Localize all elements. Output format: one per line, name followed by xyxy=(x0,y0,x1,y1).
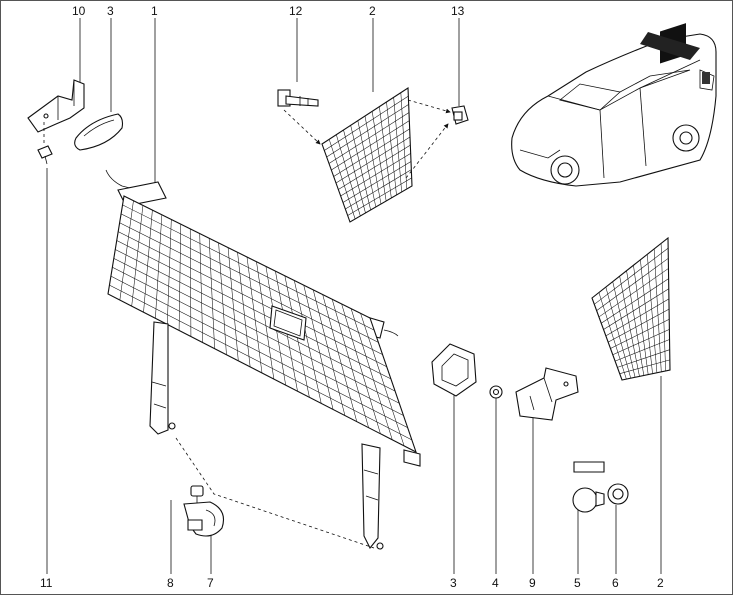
attachment-path xyxy=(175,437,375,549)
part-4-nut xyxy=(489,385,503,399)
callout-2-top: 2 xyxy=(369,4,376,18)
callout-10: 10 xyxy=(72,4,86,18)
callout-9: 9 xyxy=(529,576,536,590)
callout-4: 4 xyxy=(492,576,499,590)
part-3-housing xyxy=(431,343,477,397)
part-2-net-right xyxy=(591,236,671,381)
part-9-bracket xyxy=(515,367,579,421)
callout-labels: 10 3 1 12 2 13 11 8 7 3 4 9 5 6 2 xyxy=(40,4,664,590)
part-12-clip xyxy=(277,89,321,145)
part-2-net-top xyxy=(321,87,451,223)
part-13-clip xyxy=(451,105,469,125)
part-11-screw xyxy=(37,145,53,165)
callout-5: 5 xyxy=(574,576,581,590)
callout-3-top: 3 xyxy=(107,4,114,18)
callout-11: 11 xyxy=(40,576,53,590)
callout-12: 12 xyxy=(289,4,303,18)
part-3-pad-top xyxy=(74,113,124,151)
callout-1: 1 xyxy=(151,4,158,18)
part-6-grommet xyxy=(607,483,629,505)
part-1-cargo-net xyxy=(105,169,421,550)
leader-lines xyxy=(46,18,662,574)
callout-7: 7 xyxy=(207,576,214,590)
part-7-ring-bracket xyxy=(183,501,225,537)
callout-2-bottom: 2 xyxy=(657,576,664,590)
callout-6: 6 xyxy=(612,576,619,590)
part-8-screw xyxy=(190,485,204,506)
vehicle-sketch xyxy=(511,23,717,187)
callout-3-bottom: 3 xyxy=(450,576,457,590)
callout-13: 13 xyxy=(451,4,465,18)
part-5-button xyxy=(572,461,605,513)
part-10-bracket xyxy=(27,79,85,146)
callout-8: 8 xyxy=(167,576,174,590)
